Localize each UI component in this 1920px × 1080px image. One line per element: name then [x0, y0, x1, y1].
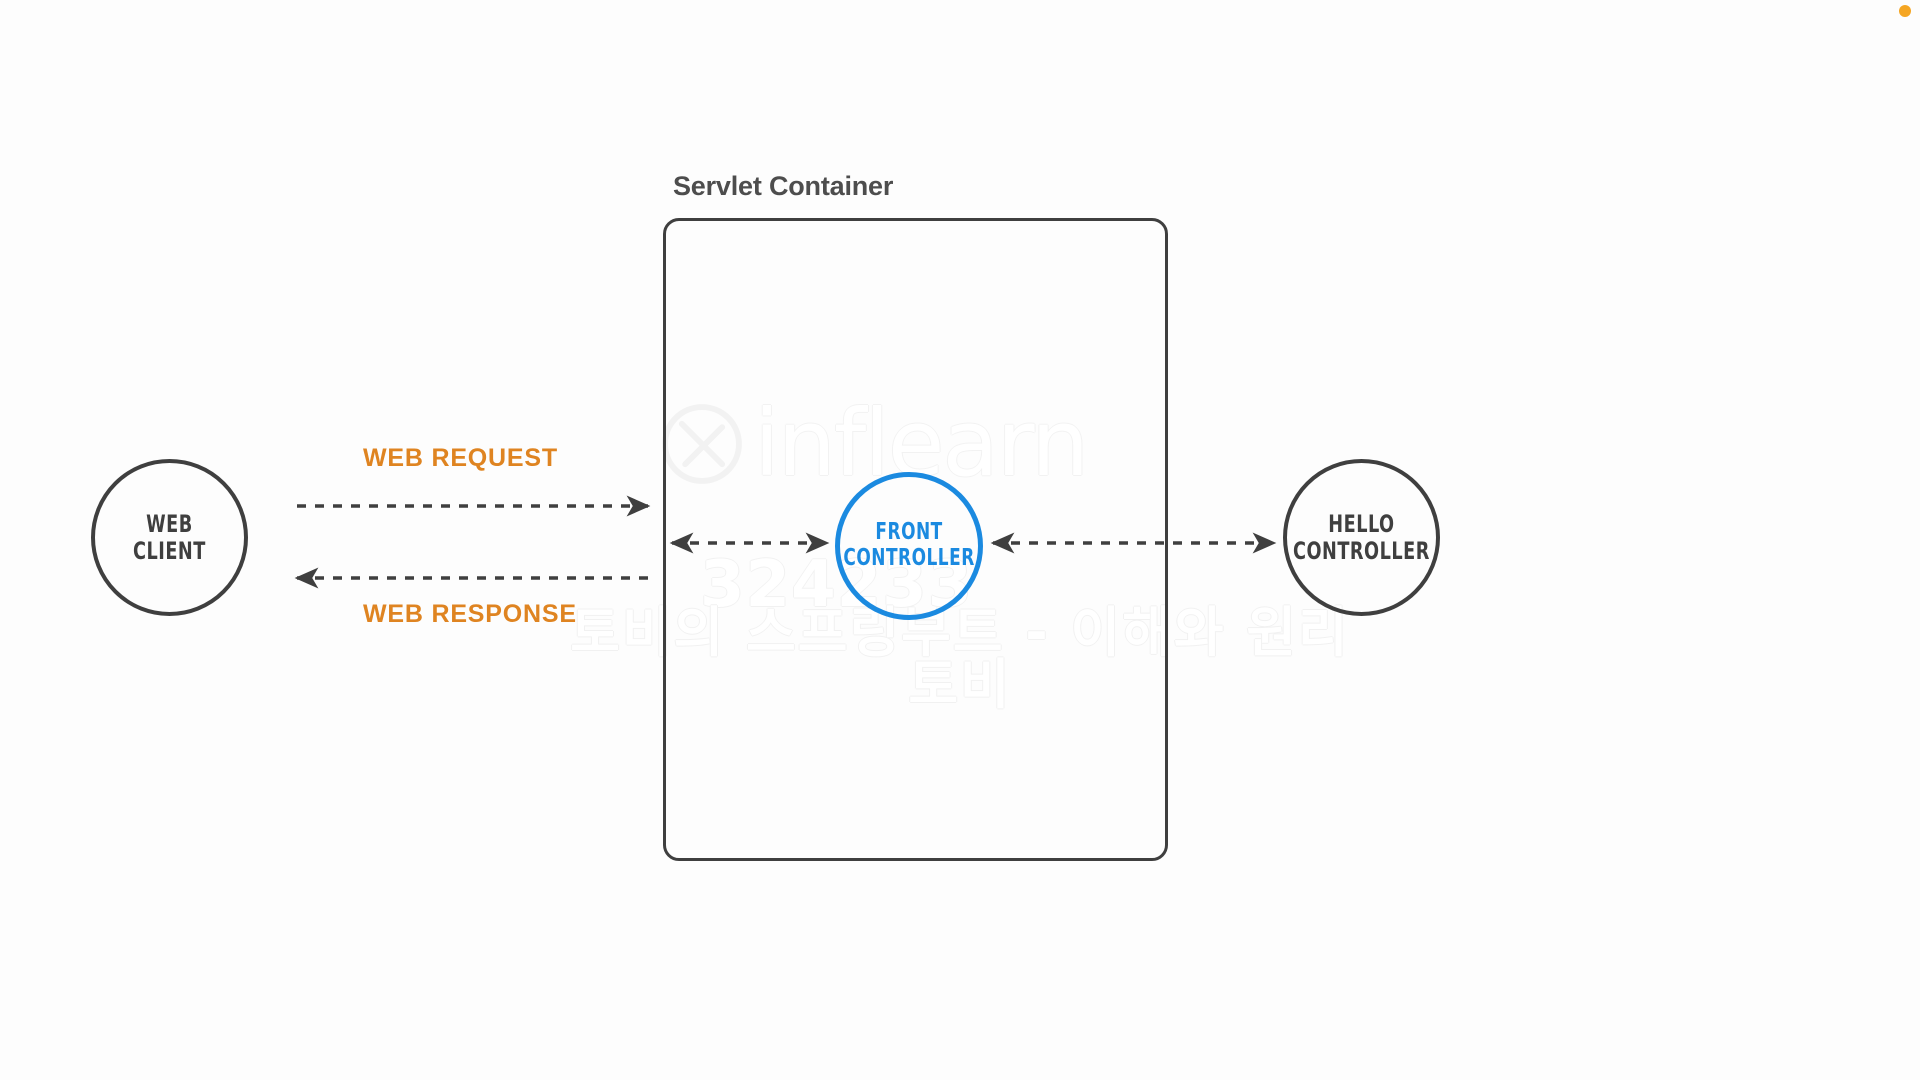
node-hello-controller-label: HELLO CONTROLLER [1293, 509, 1430, 565]
node-web-client-label: WEB CLIENT [133, 509, 206, 565]
node-front-controller[interactable]: FRONT CONTROLLER [835, 472, 983, 620]
recording-indicator-dot [1899, 5, 1911, 17]
node-web-client[interactable]: WEB CLIENT [91, 459, 248, 616]
edge-label-web-request: WEB REQUEST [363, 444, 558, 472]
servlet-container-title: Servlet Container [673, 171, 894, 201]
node-front-controller-label: FRONT CONTROLLER [843, 519, 975, 571]
edge-label-web-response: WEB RESPONSE [363, 600, 577, 628]
node-hello-controller[interactable]: HELLO CONTROLLER [1283, 459, 1440, 616]
